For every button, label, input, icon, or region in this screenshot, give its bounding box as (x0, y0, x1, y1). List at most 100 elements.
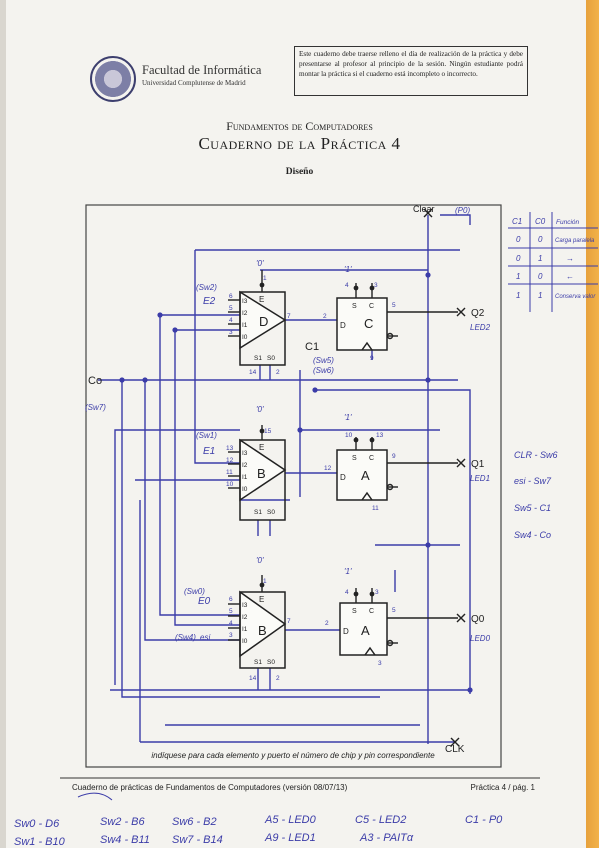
pin-6-b: 6 (229, 596, 233, 603)
mux-input-i2: I2 (242, 310, 248, 317)
notice-box: Este cuaderno debe traerse relleno el dí… (294, 46, 528, 96)
pin-6: 6 (229, 293, 233, 300)
table-r1-fn: Carga paralela (555, 238, 595, 244)
note-one-3: '1' (344, 567, 352, 576)
note-c1-p0: C1 - P0 (465, 814, 503, 826)
assign-2: esi - Sw7 (514, 476, 552, 486)
enable-label-3: E (259, 595, 264, 604)
right-assignments: CLR - Sw6 esi - Sw7 Sw5 - C1 Sw4 - Co (514, 450, 558, 540)
mux-input-i2-3: I2 (242, 614, 248, 621)
note-zero-3: '0' (256, 556, 264, 565)
note-one: '1' (344, 265, 352, 274)
note-sw7: (Sw7) (85, 403, 106, 412)
note-sw0: (Sw0) (184, 587, 205, 596)
diagram-caption: indíquese para cada elemento y puerto el… (151, 751, 435, 760)
pin-11: 11 (226, 469, 233, 476)
pin-3-a: 3 (378, 660, 382, 667)
enable-label-2: E (259, 443, 264, 452)
mux-input-i3-2: I3 (242, 450, 248, 457)
section-title: Diseño (285, 167, 314, 177)
bottom-notes: Sw0 - D6 Sw1 - B10 Sw2 - B6 Sw4 - B11 Sw… (14, 792, 503, 848)
note-led1: LED1 (470, 474, 490, 483)
pin-7-b: 7 (287, 618, 291, 625)
note-sw0-d6: Sw0 - D6 (14, 818, 60, 830)
pin-5-a: 5 (392, 607, 396, 614)
faculty-name: Facultad de Informática (142, 63, 262, 77)
table-r4-fn: Conserva valor (555, 294, 596, 300)
output-q2-label: Q2 (471, 308, 485, 319)
note-sw1: (Sw1) (196, 431, 217, 440)
note-sw1-b10: Sw1 - B10 (14, 836, 66, 848)
pin-14: 14 (249, 369, 257, 376)
table-r4-c1: 1 (516, 291, 520, 300)
pin-d-label: D (340, 321, 346, 330)
input-c1-label: C1 (305, 341, 319, 353)
pin-s0-label-2: S0 (267, 509, 275, 516)
pin-2: 2 (276, 369, 280, 376)
mux-input-i3: I3 (242, 298, 248, 305)
table-header-c1: C1 (512, 217, 522, 226)
pin-3-b: 3 (229, 632, 233, 639)
pin-7: 7 (287, 313, 291, 320)
pin-2-b: 2 (276, 675, 280, 682)
pin-9-a: 9 (392, 453, 396, 460)
university-seal-icon (90, 56, 136, 102)
pin-3-c: 3 (374, 282, 378, 289)
register-a-lower-label: A (361, 623, 370, 638)
note-a5-led0: A5 - LED0 (264, 814, 317, 826)
pin-15: 15 (264, 428, 272, 435)
note-sw2: (Sw2) (196, 283, 217, 292)
table-r2-c1: 0 (516, 254, 521, 263)
table-header-c0: C0 (535, 217, 546, 226)
pin-12: 12 (226, 457, 234, 464)
register-a-label: A (361, 468, 370, 483)
footer-right: Práctica 4 / pág. 1 (471, 783, 536, 792)
note-e1: E1 (203, 446, 215, 457)
pin-3: 3 (229, 329, 233, 336)
table-r1-c1: 0 (516, 235, 521, 244)
pin-s-label: S (352, 303, 357, 310)
pin-2-a: 2 (325, 620, 329, 627)
pin-10-a: 10 (345, 432, 353, 439)
pin-4: 4 (229, 317, 233, 324)
note-a9-led1: A9 - LED1 (264, 832, 316, 844)
blue-wiring (98, 214, 471, 744)
pin-10: 10 (226, 481, 234, 488)
pin-3-a-top: 3 (375, 589, 379, 596)
pin-11-a: 11 (372, 505, 379, 512)
table-header-function: Función (556, 219, 580, 226)
output-x-marks (423, 208, 466, 747)
note-sw5: (Sw5) (313, 356, 334, 365)
note-sw4-b11: Sw4 - B11 (100, 834, 150, 846)
note-sw2-b6: Sw2 - B6 (100, 816, 146, 828)
pin-s1-label-2: S1 (254, 509, 262, 516)
pin-s-label-2: S (352, 455, 357, 462)
pin-5-b: 5 (229, 608, 233, 615)
mux-input-i0-2: I0 (242, 486, 248, 493)
mux-d-label: D (259, 314, 268, 329)
black-junctions (259, 282, 375, 597)
note-e0: E0 (198, 596, 211, 607)
pin-s0-label-3: S0 (267, 659, 275, 666)
table-r2-c0: 1 (538, 254, 542, 263)
table-r3-fn: ← (566, 272, 574, 281)
pin-c-label: C (369, 303, 374, 310)
note-led2: LED2 (470, 323, 491, 332)
mux-input-i2-2: I2 (242, 462, 248, 469)
pin-1-b: 1 (263, 578, 267, 585)
clock-label: CLK (445, 744, 465, 755)
note-zero-2: '0' (256, 405, 264, 414)
note-sw4: (Sw4) (175, 633, 196, 642)
input-c0-label: Co (88, 375, 102, 387)
university-name: Universidad Complutense de Madrid (142, 79, 246, 87)
pin-4-a: 4 (345, 589, 349, 596)
pin-12-a: 12 (324, 465, 332, 472)
mux-input-i0-3: I0 (242, 638, 248, 645)
table-r3-c0: 0 (538, 272, 543, 281)
table-r2-fn: → (566, 254, 574, 263)
registers (336, 297, 388, 656)
mux-input-i1-3: I1 (242, 626, 248, 633)
printed-labels: D B B C A A E E E D D D S C S C S C S1 S… (88, 204, 485, 760)
page-title: Cuaderno de la Práctica 4 (198, 134, 401, 153)
output-q0-label: Q0 (471, 614, 485, 625)
